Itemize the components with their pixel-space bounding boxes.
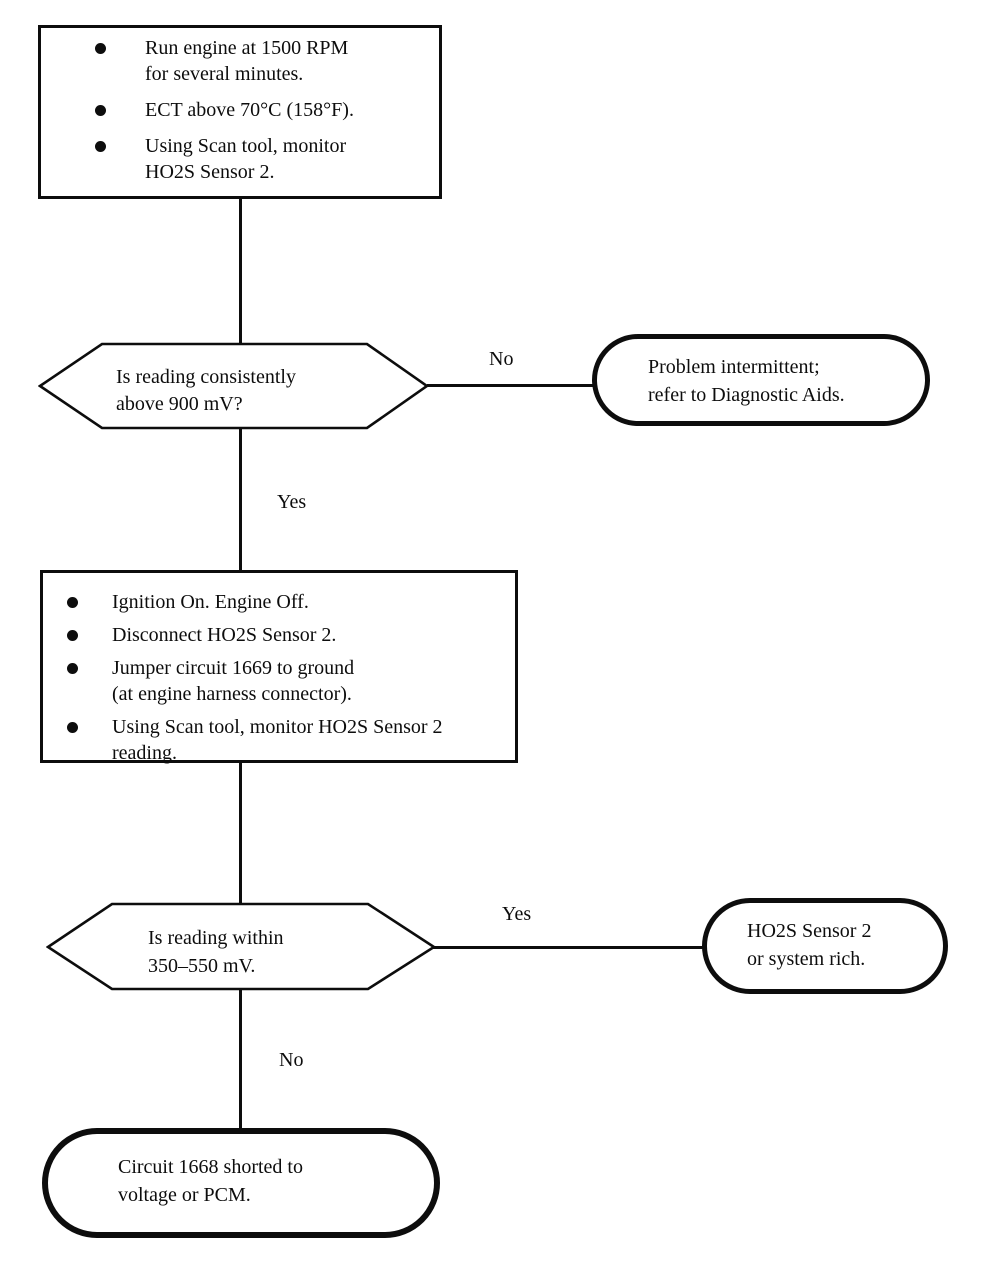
list-item: Run engine at 1500 RPM for several minut… [95, 35, 433, 87]
terminal-rich-stadium [702, 898, 948, 994]
bullet-icon [95, 141, 106, 152]
decision2-hexagon [46, 902, 436, 991]
connector-decision1-no [427, 384, 594, 387]
decision2-no-label: No [279, 1049, 304, 1071]
list-item: Ignition On. Engine Off. [67, 589, 509, 615]
terminal-intermittent-stadium [592, 334, 930, 426]
list-item: Disconnect HO2S Sensor 2. [67, 622, 509, 648]
connector-decision2-yes [433, 946, 703, 949]
terminal-short-stadium [42, 1128, 440, 1238]
terminal-intermittent-text: Problem intermittent; refer to Diagnosti… [648, 356, 845, 406]
bullet-icon [67, 663, 78, 674]
connector-step1-to-decision1 [239, 197, 242, 344]
connector-step2-to-decision2 [239, 761, 242, 904]
decision1-no-label: No [489, 348, 514, 370]
bullet-icon [67, 630, 78, 641]
list-item: Jumper circuit 1669 to ground (at engine… [67, 655, 509, 707]
bullet-icon [67, 597, 78, 608]
step1-bullet-1: Run engine at 1500 RPM for several minut… [145, 37, 349, 85]
bullet-icon [95, 105, 106, 116]
step2-bullet-1: Ignition On. Engine Off. [112, 591, 309, 613]
connector-decision2-no [239, 988, 242, 1130]
decision1-question: Is reading consistently above 900 mV? [116, 366, 296, 415]
decision2-question: Is reading within 350–550 mV. [148, 927, 284, 977]
step1-bullet-3: Using Scan tool, monitor HO2S Sensor 2. [145, 135, 347, 183]
step2-bullet-3: Jumper circuit 1669 to ground (at engine… [112, 657, 355, 705]
connector-decision1-yes [239, 427, 242, 572]
step2-bullet-4: Using Scan tool, monitor HO2S Sensor 2 r… [112, 716, 443, 764]
step1-bullet-2: ECT above 70°C (158°F). [145, 99, 354, 121]
decision2-yes-label: Yes [502, 903, 532, 925]
step1-box: Run engine at 1500 RPM for several minut… [38, 25, 442, 199]
list-item: Using Scan tool, monitor HO2S Sensor 2 r… [67, 714, 509, 766]
terminal-short-text: Circuit 1668 shorted to voltage or PCM. [118, 1156, 303, 1206]
decision1-hexagon [38, 342, 429, 430]
terminal-rich-text: HO2S Sensor 2 or system rich. [747, 920, 872, 970]
bullet-icon [95, 43, 106, 54]
list-item: Using Scan tool, monitor HO2S Sensor 2. [95, 133, 433, 185]
step2-box: Ignition On. Engine Off. Disconnect HO2S… [40, 570, 518, 766]
decision1-yes-label: Yes [277, 491, 307, 513]
step2-bullet-2: Disconnect HO2S Sensor 2. [112, 624, 337, 646]
list-item: ECT above 70°C (158°F). [95, 97, 433, 123]
bullet-icon [67, 722, 78, 733]
